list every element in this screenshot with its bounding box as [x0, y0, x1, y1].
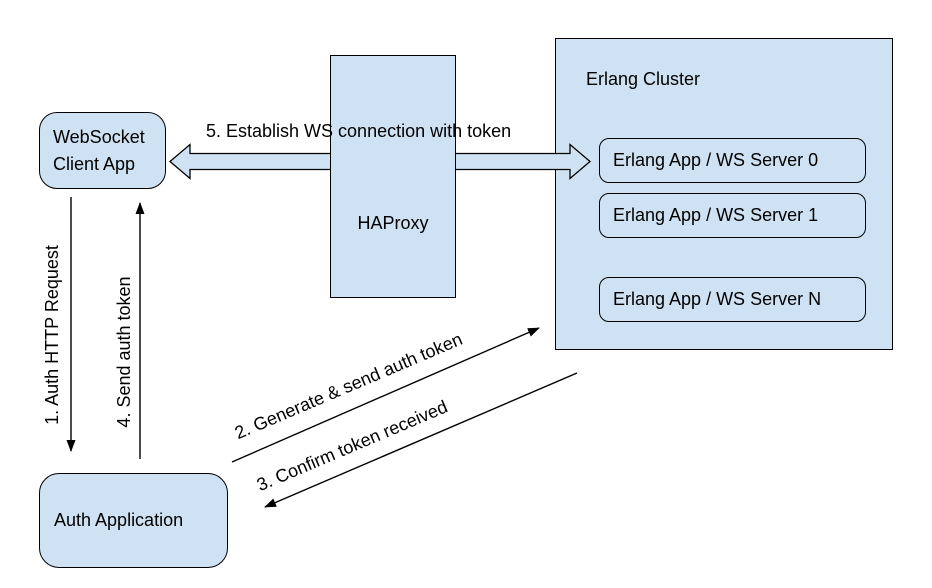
step4-label: 4. Send auth token — [114, 276, 134, 428]
websocket-client-app-box: WebSocket Client App — [39, 112, 166, 189]
haproxy-box: HAProxy — [330, 55, 456, 298]
erlang-cluster-title: Erlang Cluster — [586, 69, 701, 89]
erlang-ws-server-n-label: Erlang App / WS Server N — [613, 289, 822, 309]
step3-arrow-line — [264, 372, 578, 508]
step5-label: 5. Establish WS connection with token — [206, 121, 512, 141]
erlang-ws-server-1-label: Erlang App / WS Server 1 — [613, 205, 819, 225]
step1-label: 1. Auth HTTP Request — [42, 245, 62, 425]
step2-arrow-line — [231, 327, 540, 463]
erlang-ws-server-n-box: Erlang App / WS Server N — [599, 277, 866, 322]
erlang-ws-server-0-label: Erlang App / WS Server 0 — [613, 150, 819, 170]
erlang-ws-server-1-box: Erlang App / WS Server 1 — [599, 193, 866, 238]
erlang-cluster-box: Erlang Cluster Erlang App / WS Server 0 … — [555, 38, 893, 350]
erlang-ws-server-0-box: Erlang App / WS Server 0 — [599, 138, 866, 183]
auth-application-label: Auth Application — [54, 510, 184, 530]
auth-application-box: Auth Application — [39, 473, 228, 568]
haproxy-label: HAProxy — [357, 213, 429, 233]
